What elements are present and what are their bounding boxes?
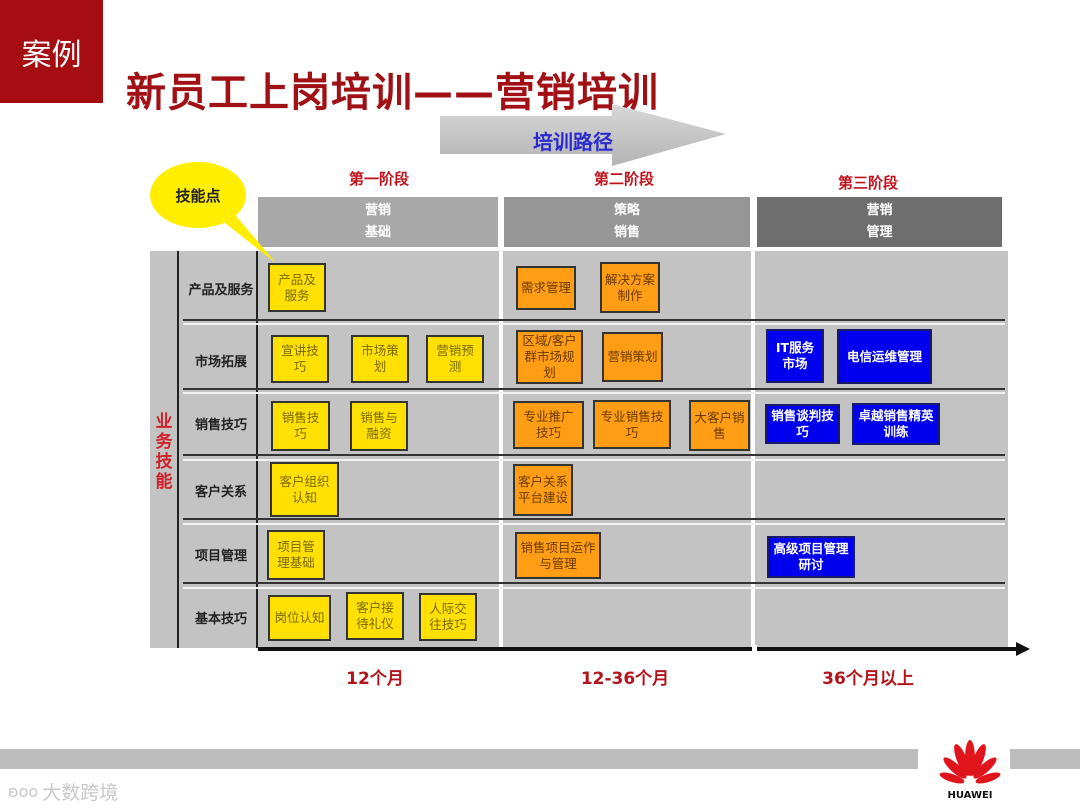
- divider: [183, 454, 1005, 456]
- divider: [499, 251, 503, 648]
- footer-bar: [1010, 749, 1080, 769]
- skill-box: 电信运维管理: [837, 329, 932, 384]
- stage-2-header-line1: 策略: [613, 203, 640, 218]
- skill-box: 市场策划: [351, 335, 409, 383]
- stage-3-header: 营销 管理: [757, 197, 1002, 247]
- row-label-market: 市场拓展: [194, 355, 247, 370]
- huawei-logo: HUAWEI: [938, 738, 1002, 806]
- skill-box: 人际交往技巧: [419, 593, 477, 641]
- skill-box: 专业销售技巧: [593, 400, 671, 449]
- skill-box: 产品及服务: [268, 263, 326, 312]
- period-stage-1: 12个月: [346, 669, 404, 689]
- period-stage-2: 12-36个月: [580, 669, 670, 689]
- divider: [256, 251, 258, 648]
- divider: [183, 518, 1005, 520]
- skill-box: 销售项目运作与管理: [515, 532, 601, 579]
- training-path-label: 培训路径: [533, 130, 613, 154]
- stage-2-header: 策略 销售: [504, 197, 750, 247]
- watermark-text: 大数跨境: [42, 782, 119, 804]
- divider: [183, 459, 1005, 461]
- skill-box: 卓越销售精英训练: [852, 403, 940, 445]
- row-label-sales: 销售技巧: [194, 418, 247, 433]
- divider: [183, 587, 1005, 589]
- footer-bar: [0, 749, 918, 769]
- skill-box: 岗位认知: [268, 595, 331, 641]
- skill-box: 销售谈判技巧: [765, 404, 840, 444]
- divider: [183, 388, 1005, 390]
- skill-box: 销售技巧: [271, 401, 330, 451]
- skill-box: 宣讲技巧: [271, 335, 329, 383]
- divider: [183, 323, 1005, 325]
- skill-box: 区域/客户群市场规划: [516, 330, 583, 384]
- stage-3-header-line1: 营销: [866, 203, 893, 218]
- stage-1-header-line1: 营销: [364, 203, 391, 218]
- skill-box: 营销策划: [602, 332, 663, 382]
- arrow-head-icon: [1016, 642, 1030, 656]
- stage-3-title: 第三阶段: [838, 174, 899, 192]
- skill-box: 营销预测: [426, 335, 484, 383]
- watermark-logo-icon: ʚoo: [8, 782, 39, 801]
- stage-2-header-line2: 销售: [613, 225, 640, 240]
- speech-bubble-icon: [150, 162, 276, 263]
- skill-box: 需求管理: [516, 266, 576, 310]
- skill-box: 解决方案制作: [600, 262, 660, 313]
- row-label-products: 产品及服务: [188, 283, 254, 298]
- row-label-basic: 基本技巧: [194, 612, 247, 627]
- divider: [183, 582, 1005, 584]
- stage-3-header-line2: 管理: [866, 225, 893, 240]
- divider: [183, 319, 1005, 321]
- divider: [752, 645, 757, 653]
- skill-box: 专业推广技巧: [513, 401, 584, 449]
- skill-point-callout: 技能点: [150, 162, 276, 263]
- arrow-right-icon: [440, 104, 726, 166]
- skill-box: 高级项目管理研讨: [767, 536, 855, 578]
- huawei-flower-icon: [939, 740, 1001, 784]
- stage-1-header: 营销 基础: [258, 197, 498, 247]
- skill-box: 项目管理基础: [267, 530, 325, 580]
- time-axis: [258, 647, 1018, 651]
- row-label-project: 项目管理: [194, 549, 247, 564]
- period-stage-3: 36个月以上: [822, 669, 914, 689]
- skill-box: 客户组织认知: [270, 462, 339, 517]
- skill-box: 销售与融资: [350, 401, 408, 451]
- stage-2-title: 第二阶段: [594, 170, 655, 188]
- case-tag: 案例: [0, 0, 103, 103]
- divider: [177, 251, 179, 648]
- watermark: ʚoo 大数跨境: [8, 778, 118, 805]
- divider: [183, 392, 1005, 394]
- divider: [183, 523, 1005, 525]
- stage-1-title: 第一阶段: [349, 170, 410, 188]
- skill-box: 大客户销售: [689, 400, 750, 451]
- row-label-customer: 客户关系: [194, 485, 247, 500]
- business-skills-label: 业 务 技 能: [155, 412, 173, 492]
- skill-box: IT服务市场: [766, 329, 824, 383]
- stage-1-header-line2: 基础: [364, 225, 391, 240]
- huawei-logo-text: HUAWEI: [947, 790, 993, 801]
- skill-box: 客户关系平台建设: [513, 464, 573, 516]
- skill-box: 客户接待礼仪: [346, 592, 404, 640]
- skill-point-label: 技能点: [175, 187, 221, 205]
- divider: [751, 251, 755, 648]
- training-path-arrow: 培训路径: [440, 104, 726, 174]
- page-title: 新员工上岗培训——营销培训: [126, 70, 659, 116]
